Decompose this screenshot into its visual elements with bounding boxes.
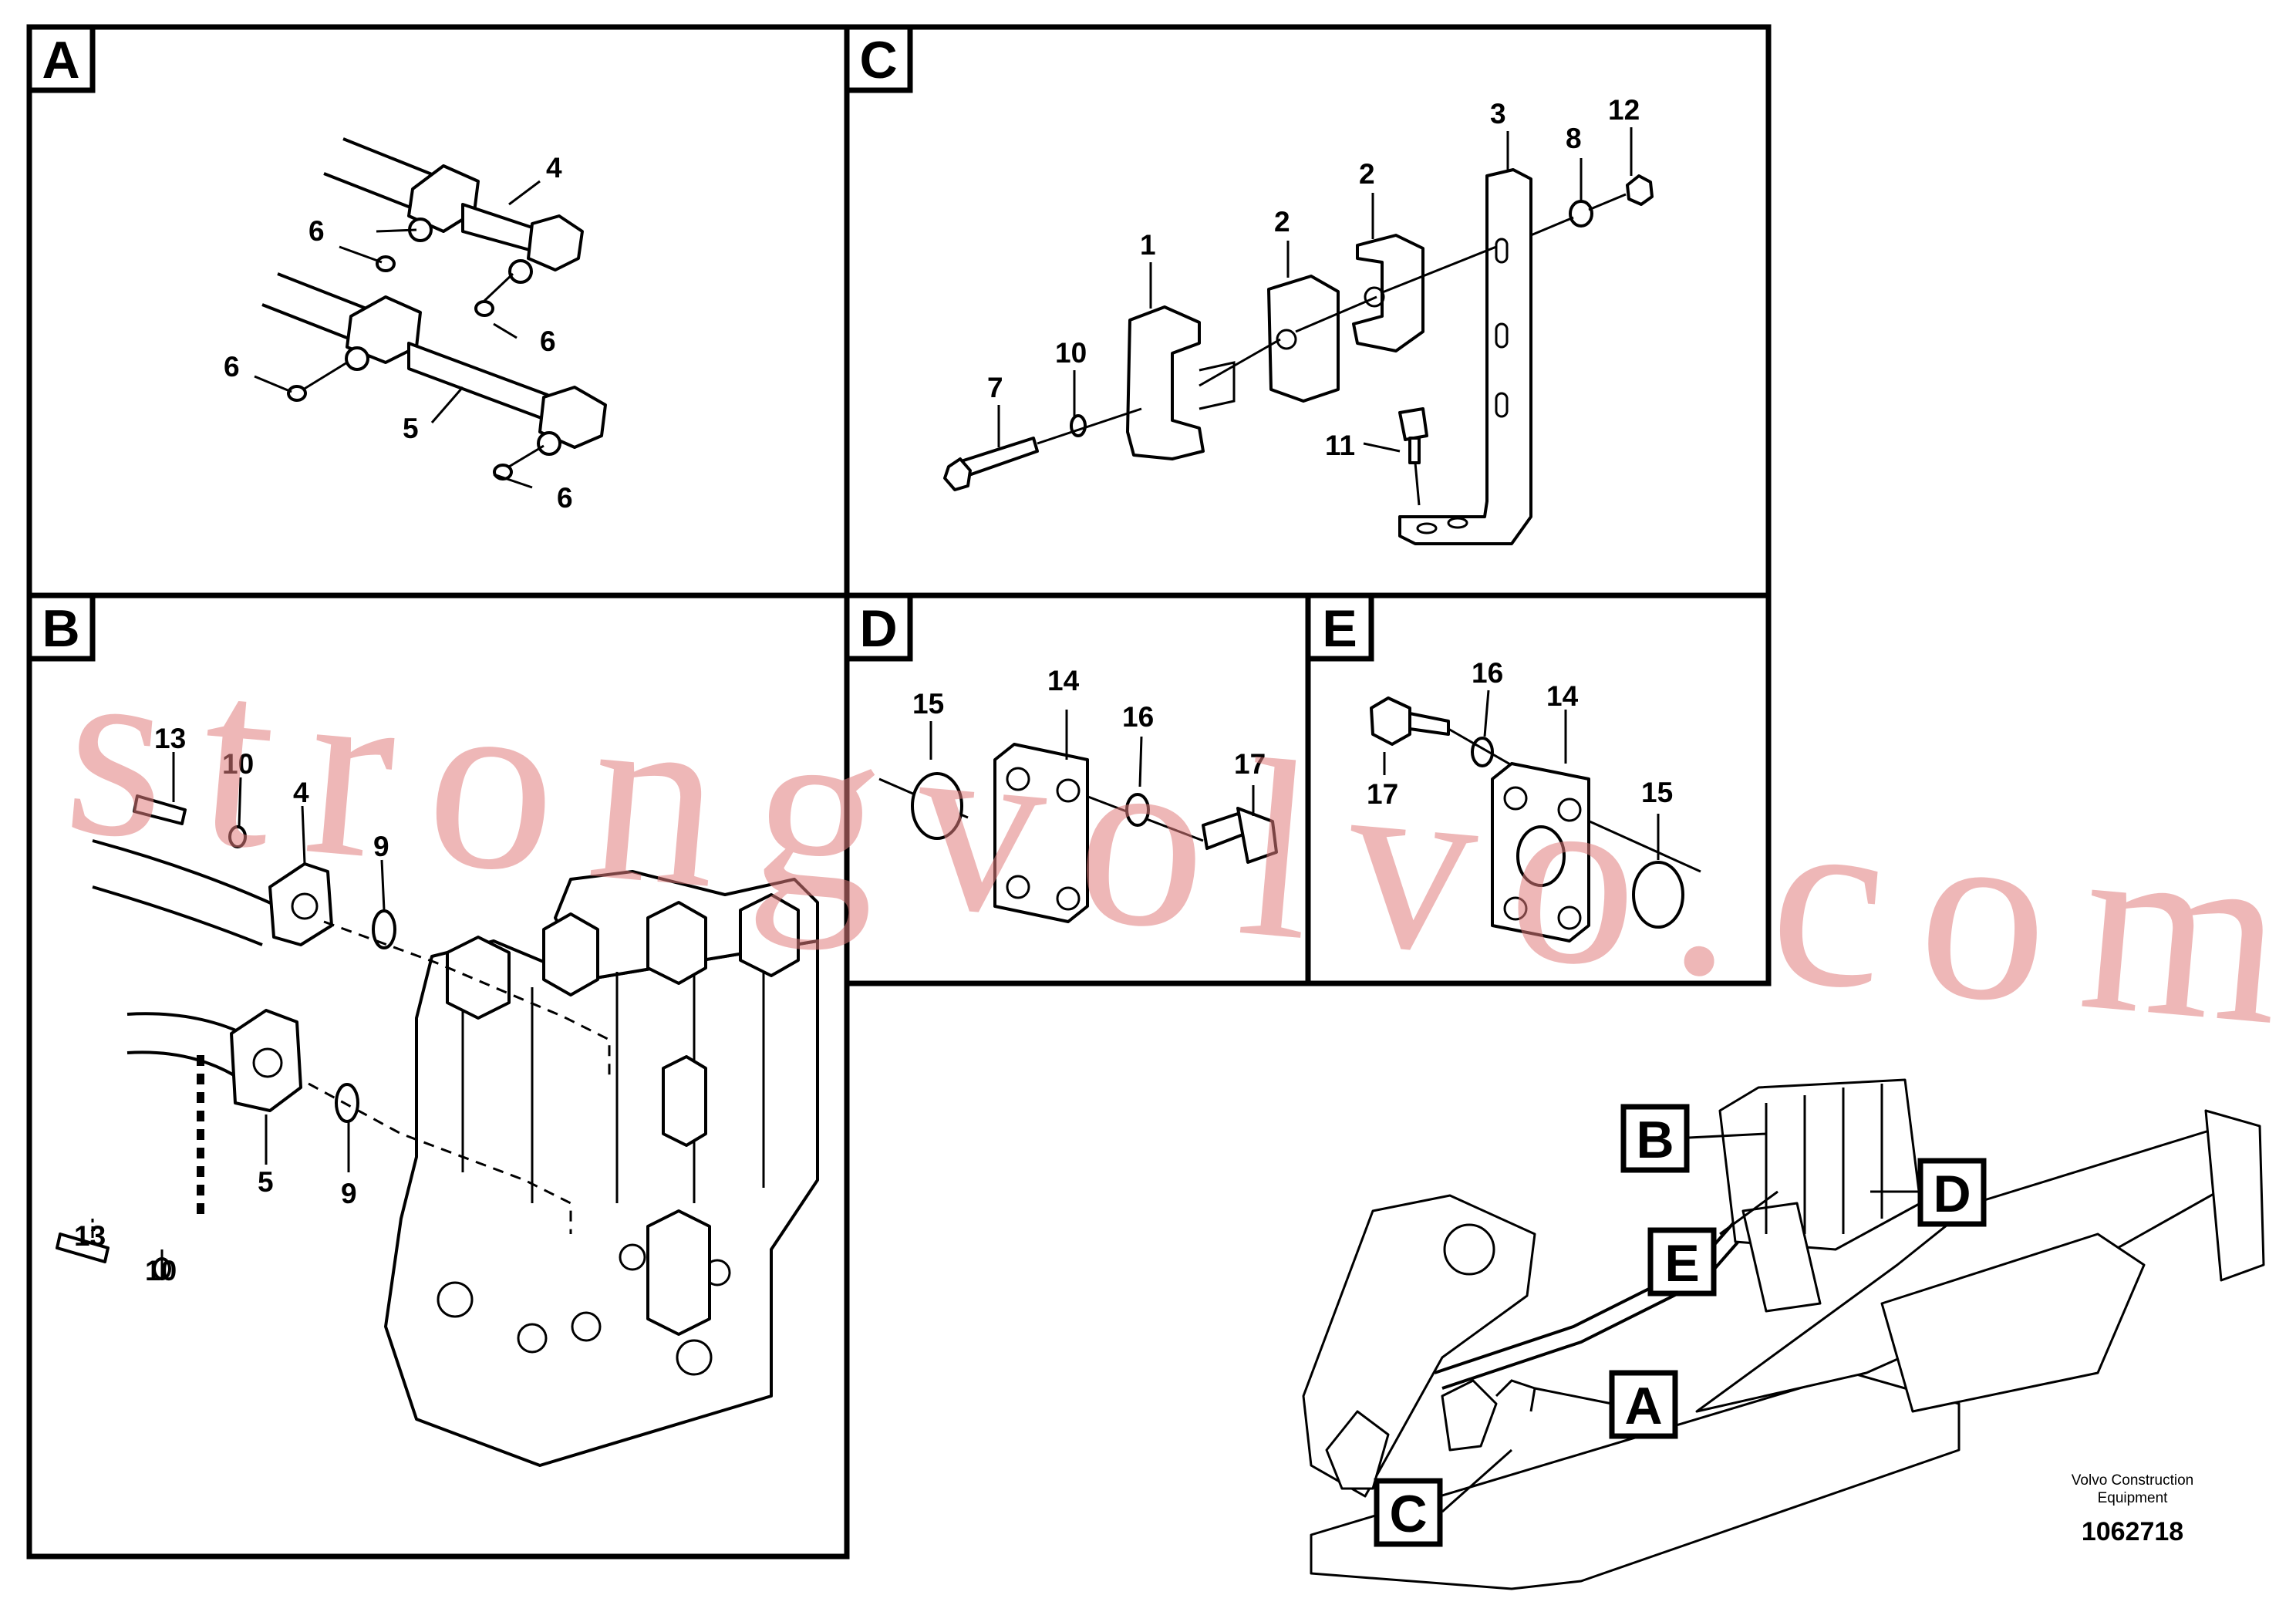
svg-text:D: D — [1933, 1165, 1971, 1223]
callout-c-3: 3 — [1490, 98, 1506, 130]
svg-text:C: C — [1389, 1485, 1427, 1543]
panel-e-tag: E — [1305, 592, 1374, 662]
callout-c-1: 1 — [1140, 229, 1156, 261]
callout-c-2-lower: 2 — [1274, 206, 1290, 238]
panel-d-tag: D — [844, 592, 913, 662]
callout-a-6-top: 6 — [308, 215, 325, 247]
svg-text:B: B — [1636, 1111, 1674, 1169]
callout-d-15: 15 — [912, 688, 944, 720]
callout-d-14: 14 — [1047, 665, 1080, 696]
panel-d-drawing — [878, 743, 1278, 923]
callout-e-15: 15 — [1641, 777, 1673, 808]
panel-a-tag: A — [26, 24, 96, 93]
callout-d-16: 16 — [1122, 701, 1154, 733]
panel-a-drawing — [261, 137, 607, 481]
svg-text:E: E — [1322, 599, 1357, 658]
callout-b-9-upper: 9 — [373, 831, 389, 862]
callout-b-10-lower: 10 — [145, 1255, 177, 1286]
panel-c-leaders — [997, 127, 1633, 453]
callout-c-11: 11 — [1325, 430, 1355, 461]
callout-a-5: 5 — [403, 413, 419, 444]
callout-c-2-upper: 2 — [1359, 158, 1375, 190]
svg-text:E: E — [1664, 1234, 1699, 1293]
overview-machine — [1302, 1078, 2265, 1590]
overview-tag-d: D — [1917, 1158, 1987, 1227]
callout-a-6-bottom: 6 — [557, 482, 573, 514]
brand-line-2: Equipment — [2098, 1490, 2169, 1506]
svg-text:C: C — [859, 31, 897, 89]
callout-d-17: 17 — [1234, 748, 1266, 780]
svg-text:A: A — [42, 31, 79, 89]
panel-a-frame — [26, 24, 850, 599]
callout-b-4: 4 — [293, 777, 309, 808]
callout-e-17: 17 — [1367, 778, 1398, 810]
callout-b-5: 5 — [258, 1166, 274, 1198]
panel-a-leaders — [254, 180, 544, 489]
callout-c-7: 7 — [987, 372, 1003, 403]
overview-tag-leaders — [1441, 1132, 1920, 1513]
panel-c-drawing — [943, 168, 1654, 545]
panel-c-tag: C — [844, 24, 913, 93]
callout-c-10: 10 — [1055, 337, 1087, 369]
overview-tag-b: B — [1620, 1104, 1690, 1173]
callout-b-13-upper: 13 — [154, 723, 186, 754]
callout-c-12: 12 — [1608, 94, 1640, 126]
callout-e-14: 14 — [1546, 680, 1579, 712]
callout-b-9-lower: 9 — [341, 1178, 357, 1209]
callout-a-6-left: 6 — [224, 351, 240, 383]
callout-b-13-lower: 13 — [74, 1220, 106, 1252]
callout-a-6-mid: 6 — [540, 325, 556, 357]
brand-line-1: Volvo Construction — [2072, 1472, 2193, 1489]
panel-e-drawing — [1370, 696, 1701, 943]
overview-tag-a: A — [1609, 1370, 1678, 1439]
panel-b-leaders — [91, 752, 386, 1280]
panel-d-leaders — [929, 710, 1255, 816]
callout-c-8: 8 — [1566, 123, 1582, 154]
callout-e-16: 16 — [1472, 657, 1503, 689]
document-number: 1062718 — [2082, 1517, 2183, 1546]
overview-tag-e: E — [1647, 1227, 1717, 1297]
callout-a-4: 4 — [546, 152, 562, 184]
overview-tag-c: C — [1374, 1478, 1443, 1547]
panel-e-leaders — [1383, 690, 1660, 860]
svg-text:D: D — [859, 599, 897, 658]
callout-b-10-upper: 10 — [222, 748, 254, 780]
panel-b-tag: B — [26, 592, 96, 662]
svg-text:A: A — [1624, 1377, 1662, 1435]
svg-text:B: B — [42, 599, 79, 658]
